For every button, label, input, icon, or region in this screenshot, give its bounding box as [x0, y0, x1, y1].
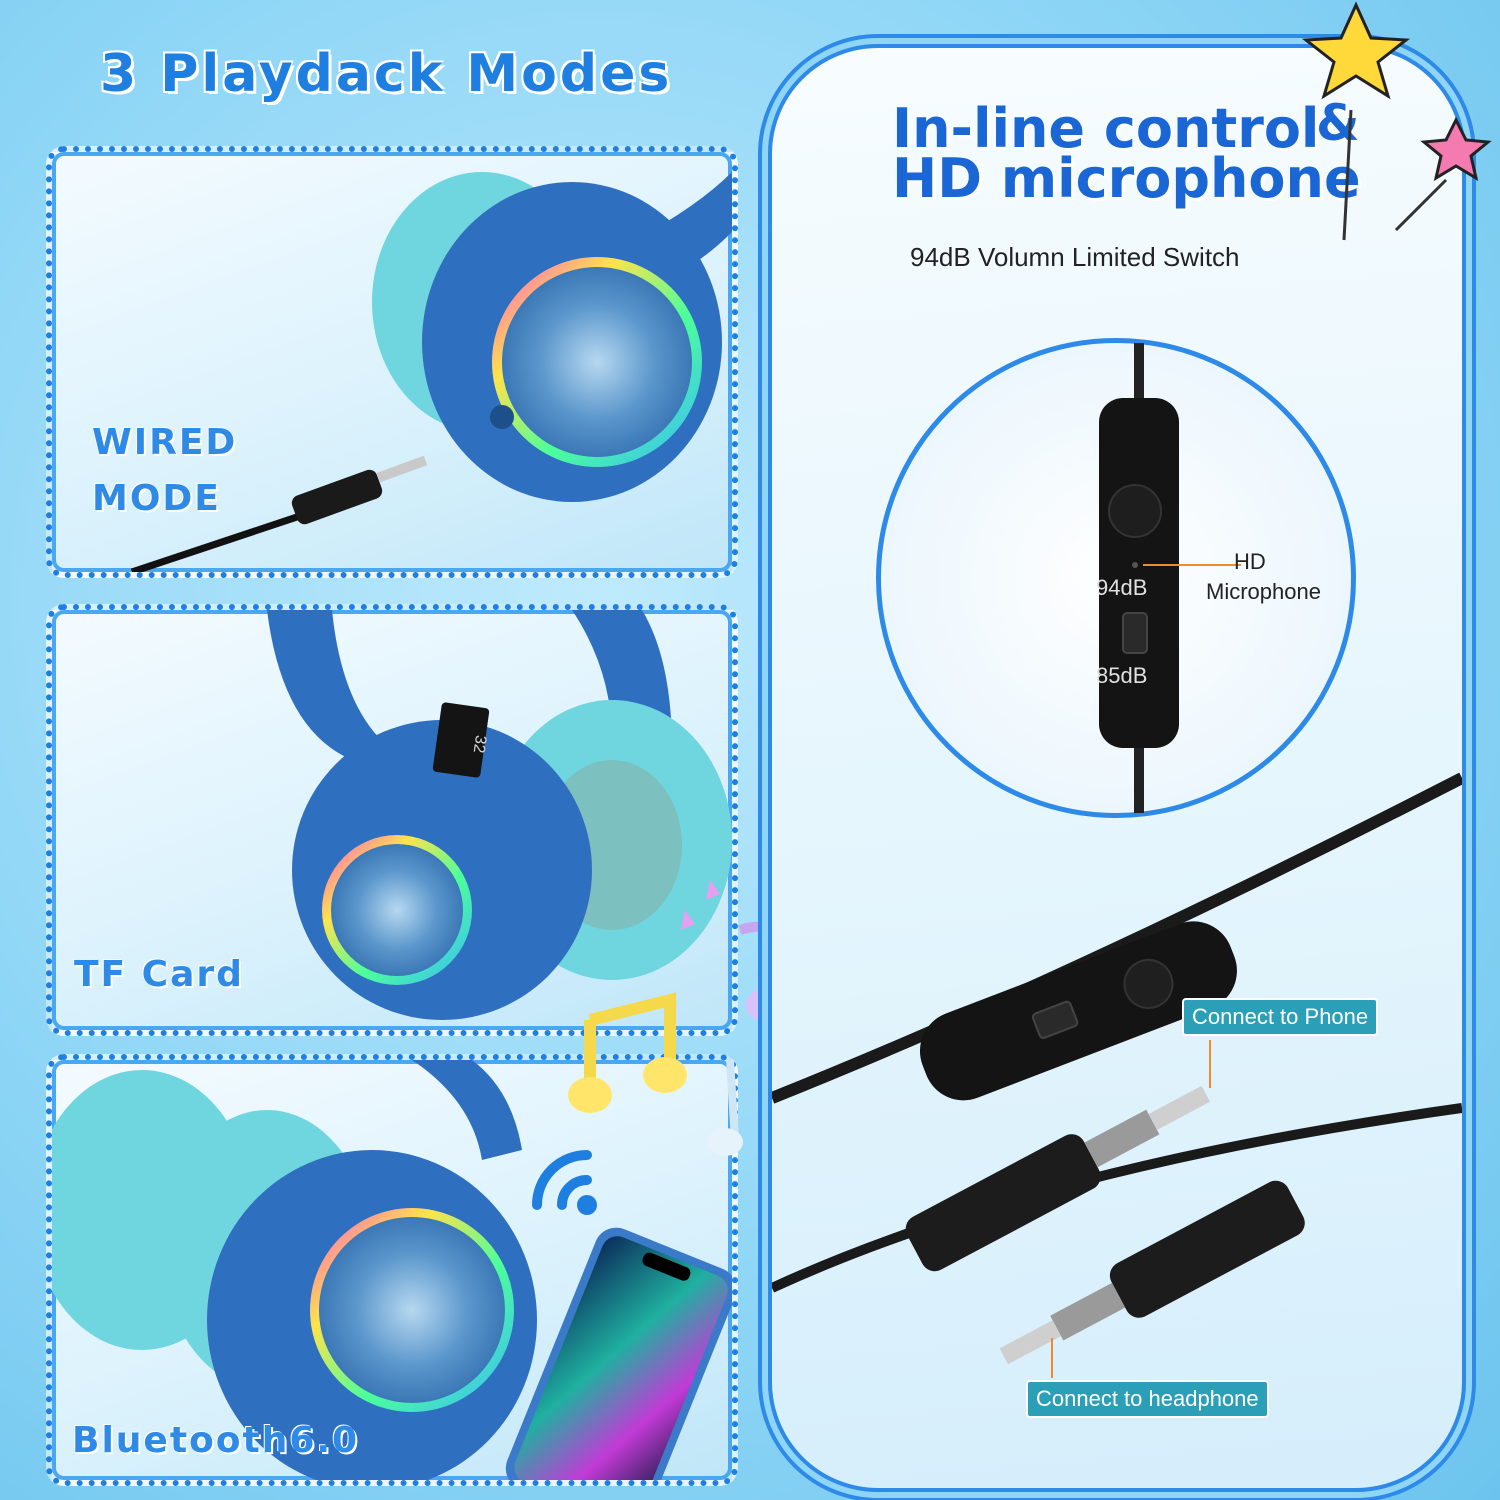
controller-zoom-circle: 94dB 85dB: [876, 338, 1356, 818]
sd-card-size: 32: [469, 734, 490, 755]
inline-control-panel: In-line control & HD microphone 94dB Vol…: [768, 44, 1466, 1492]
wired-mode-panel: WIRED MODE: [46, 146, 738, 578]
wired-label-line2: MODE: [92, 478, 221, 519]
inline-controller-illustration: [1099, 343, 1241, 813]
volume-limit-subtitle: 94dB Volumn Limited Switch: [910, 242, 1240, 272]
label-85db: 85dB: [1096, 663, 1148, 688]
connect-to-headphone-tag: Connect to headphone: [1026, 1380, 1269, 1418]
wireless-signal-icon: [532, 1150, 597, 1215]
inline-title-line2: HD microphone: [892, 147, 1361, 210]
inline-title-amp: &: [1316, 94, 1360, 152]
hd-mic-label-line2: Microphone: [1206, 579, 1321, 604]
connect-to-phone-tag: Connect to Phone: [1182, 998, 1379, 1036]
bluetooth-headphone-illustration: [52, 1060, 732, 1480]
inline-title-line1: In-line control: [892, 97, 1320, 160]
bluetooth-label: Bluetooth6.0: [72, 1420, 360, 1461]
wired-headphone-illustration: [130, 172, 732, 572]
bluetooth-panel: Bluetooth6.0: [46, 1054, 738, 1486]
star-decoration: [1301, 1, 1492, 241]
label-94db: 94dB: [1096, 575, 1148, 600]
tf-headphone-illustration: [267, 610, 732, 1020]
tf-card-panel: 32 TF Card: [46, 604, 738, 1036]
tf-card-label: TF Card: [74, 954, 244, 995]
wired-label-line1: WIRED: [92, 422, 238, 463]
hd-mic-label-line1: HD: [1234, 549, 1266, 574]
cable-illustration: [772, 772, 1462, 1378]
page-title: 3 Playdack Modes: [100, 44, 673, 104]
